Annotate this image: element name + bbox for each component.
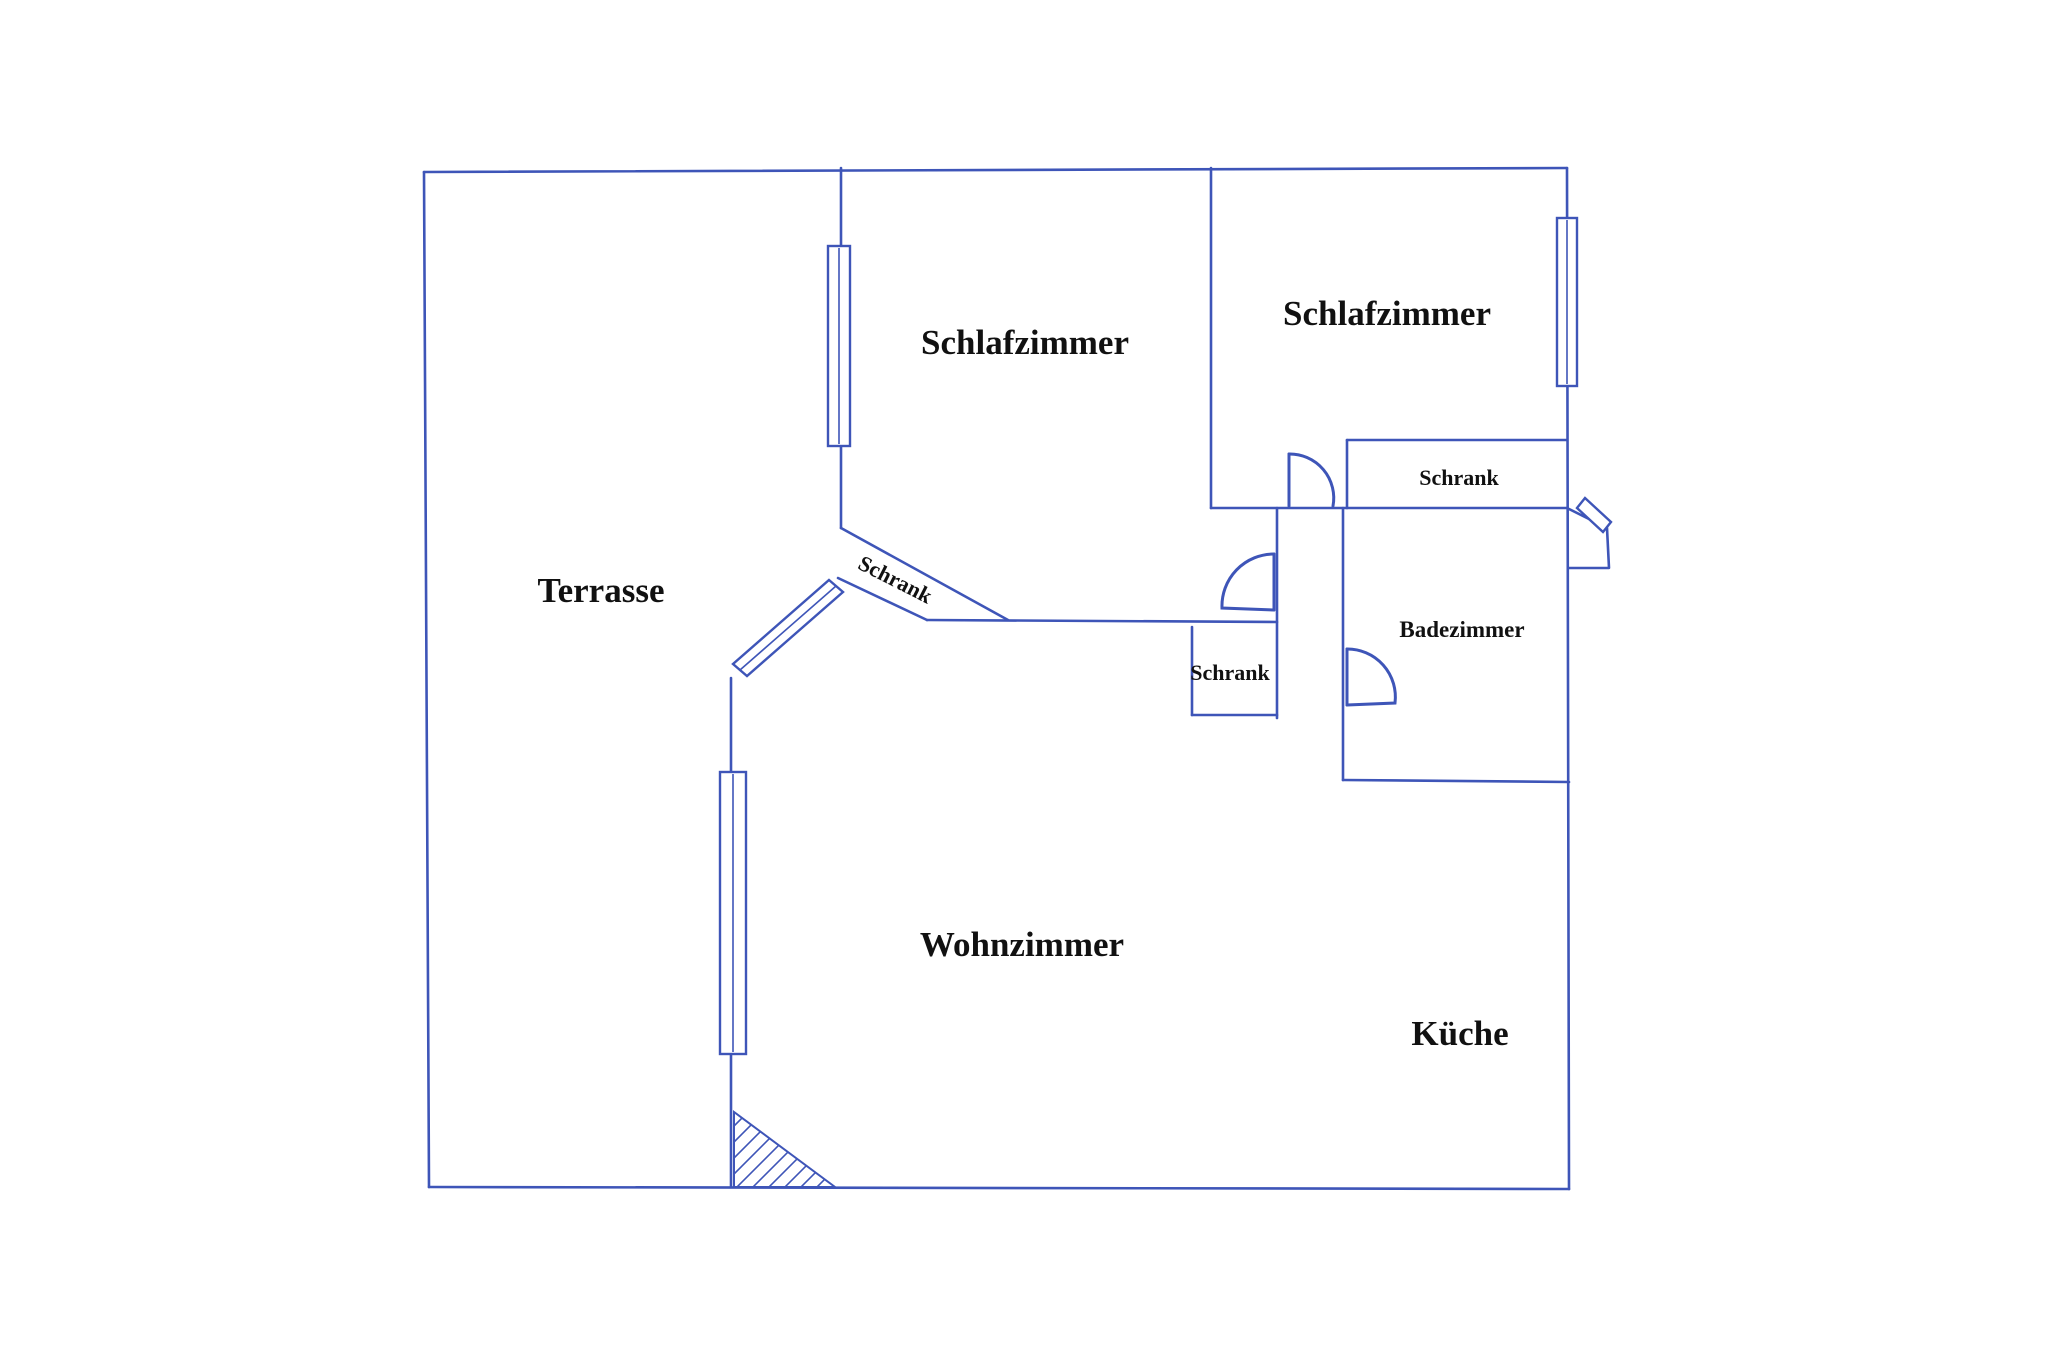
window-diagonal bbox=[731, 578, 845, 678]
window-bedroom-right bbox=[1555, 216, 1579, 388]
window-bedroom-left bbox=[826, 244, 852, 448]
room-label-wardrobe-top: Schrank bbox=[1419, 465, 1499, 490]
room-label-bedroom-left: Schlafzimmer bbox=[921, 323, 1129, 362]
door-bedroom-right bbox=[1287, 452, 1336, 508]
room-label-bathroom: Badezimmer bbox=[1399, 617, 1524, 642]
door-hall bbox=[1220, 552, 1276, 612]
room-label-bedroom-right: Schlafzimmer bbox=[1283, 294, 1491, 333]
window-bathroom bbox=[1575, 496, 1613, 534]
room-label-kitchen: Küche bbox=[1411, 1014, 1508, 1053]
door-bathroom bbox=[1345, 647, 1397, 707]
window-living-room bbox=[718, 770, 748, 1056]
room-label-living-room: Wohnzimmer bbox=[920, 925, 1124, 964]
hatched-corner bbox=[733, 1110, 839, 1188]
room-label-wardrobe-hall: Schrank bbox=[1190, 660, 1270, 685]
room-label-terrace: Terrasse bbox=[537, 571, 664, 610]
